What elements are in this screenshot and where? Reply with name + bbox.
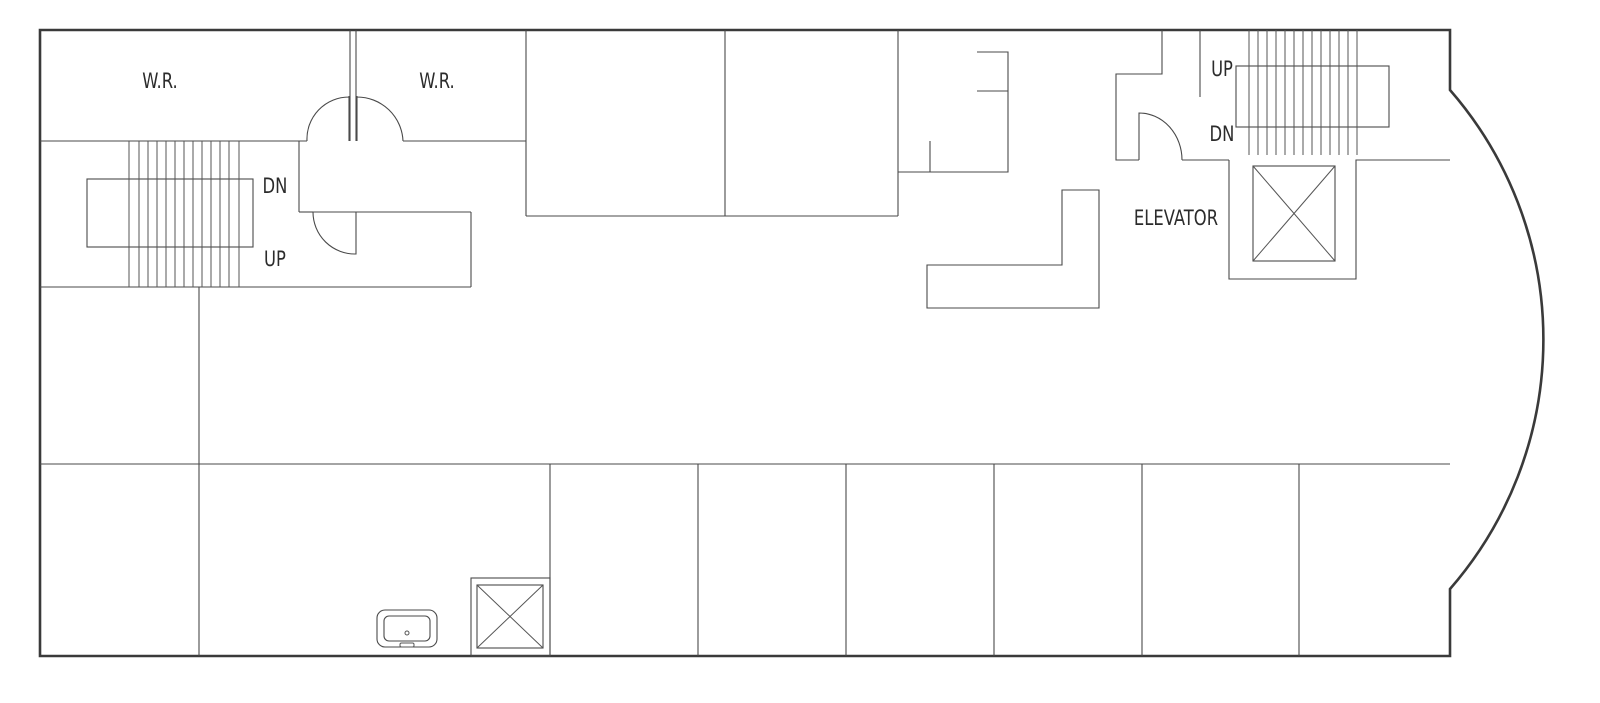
stair-down-label: DN [263,175,288,198]
stair-down-label: DN [1210,123,1235,146]
washroom-label: W.R. [142,70,178,93]
right-staircase [1235,30,1390,155]
central-rooms [525,30,1009,217]
door-swing-icon [312,211,357,255]
door-swing-icon [306,96,350,142]
door-swing-icon [356,96,404,142]
plan-labels: W.R. W.R. DN UP UP DN ELEVATOR [142,58,1234,271]
right-service-core [1115,30,1450,280]
stair-treads [1248,30,1358,155]
door-swing-icon [1138,112,1183,161]
left-staircase [86,141,254,287]
sink-icon [376,609,438,648]
stair-up-label: UP [264,248,286,271]
outer-walls [38,28,1545,658]
elevator-label: ELEVATOR [1134,207,1218,230]
stair-treads [128,141,240,287]
service-shaft-icon [470,577,551,657]
left-service-core [40,30,526,464]
reception-counter [926,189,1100,309]
elevator-car-icon [1252,165,1336,262]
washroom-label: W.R. [419,70,455,93]
stair-up-label: UP [1211,58,1233,81]
bottom-offices [40,463,1450,656]
